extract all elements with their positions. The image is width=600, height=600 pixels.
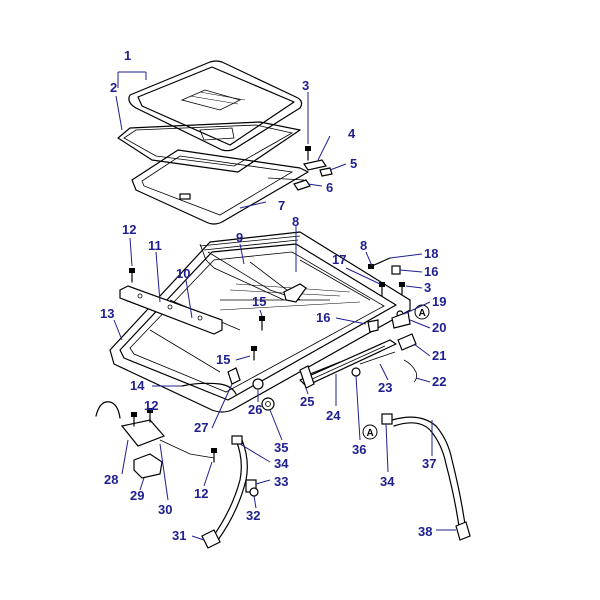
pad-6 <box>293 179 311 191</box>
callout-11: 11 <box>148 238 162 253</box>
callout-2: 2 <box>110 80 117 95</box>
callout-33: 33 <box>274 474 288 489</box>
callout-8-top: 8 <box>292 214 299 229</box>
grommet-32 <box>249 487 259 497</box>
callout-3-right: 3 <box>424 280 431 295</box>
callout-16-mid: 16 <box>316 310 330 325</box>
callout-15-lower: 15 <box>216 352 230 367</box>
reference-marker-a-upper: A <box>414 304 430 320</box>
callout-34-right: 34 <box>380 474 395 489</box>
callout-1: 1 <box>124 48 131 63</box>
clip-5 <box>319 167 333 177</box>
callout-18: 18 <box>424 246 438 261</box>
bolt-12-side <box>131 412 137 427</box>
clip-34-right <box>381 413 393 425</box>
fitting-38 <box>455 521 471 541</box>
svg-text:A: A <box>367 428 374 439</box>
clip-27 <box>227 367 241 385</box>
bolt-3-top <box>305 146 311 161</box>
callout-19: 19 <box>432 294 446 309</box>
bolt-12-top <box>129 268 135 283</box>
spring-22 <box>403 359 418 383</box>
bolt-12-low <box>211 448 217 463</box>
callout-3-top: 3 <box>302 78 309 93</box>
callout-12-top: 12 <box>122 222 136 237</box>
callout-26: 26 <box>248 402 262 417</box>
bolt-12-mid <box>147 408 153 423</box>
callout-8-right: 8 <box>360 238 367 253</box>
glass-panel <box>128 60 303 152</box>
drain-tube-14 <box>181 382 237 395</box>
callout-numbers: 1 2 3 4 5 6 7 8 9 10 11 12 13 14 15 15 1… <box>100 48 446 543</box>
callout-13: 13 <box>100 306 114 321</box>
callout-32: 32 <box>246 508 260 523</box>
stop-36 <box>351 367 361 377</box>
sunroof-frame <box>109 231 411 413</box>
callout-20: 20 <box>432 320 446 335</box>
side-rail <box>299 339 397 387</box>
guide-21 <box>397 333 417 351</box>
callout-4: 4 <box>348 126 356 141</box>
callout-25: 25 <box>300 394 314 409</box>
bracket-25 <box>299 365 315 389</box>
bracket-4 <box>303 159 327 171</box>
callout-10: 10 <box>176 266 190 281</box>
callout-35: 35 <box>274 440 288 455</box>
callout-34-left: 34 <box>274 456 289 471</box>
callout-12-mid: 12 <box>144 398 158 413</box>
bolt-17 <box>379 282 385 297</box>
callout-6: 6 <box>326 180 333 195</box>
callout-28: 28 <box>104 472 118 487</box>
callout-37: 37 <box>422 456 436 471</box>
callout-5: 5 <box>350 156 357 171</box>
leader-lines <box>113 71 456 541</box>
callout-15-upper: 15 <box>252 294 266 309</box>
callout-22: 22 <box>432 374 446 389</box>
bolt-3-mid <box>399 282 405 295</box>
clip-34-left <box>231 435 243 445</box>
rear-cross-rail <box>283 283 307 303</box>
screw-18 <box>368 257 391 269</box>
lever-23 <box>359 351 396 365</box>
grommet-35 <box>261 397 275 411</box>
bolt-15-a <box>259 316 265 331</box>
drain-tube-37 <box>391 416 467 535</box>
clip-16-mid <box>367 319 379 333</box>
bracket-20 <box>391 311 411 329</box>
wind-deflector <box>119 285 223 335</box>
callout-9: 9 <box>236 230 243 245</box>
callout-7: 7 <box>278 198 285 213</box>
callout-12-low: 12 <box>194 486 208 501</box>
callout-27: 27 <box>194 420 208 435</box>
callout-31: 31 <box>172 528 186 543</box>
callout-24: 24 <box>326 408 341 423</box>
callout-16-right: 16 <box>424 264 438 279</box>
callout-21: 21 <box>432 348 446 363</box>
reference-marker-a-lower: A <box>362 424 378 440</box>
callout-36: 36 <box>352 442 366 457</box>
motor-bracket-30 <box>120 419 215 459</box>
callout-38: 38 <box>418 524 432 539</box>
callout-30: 30 <box>158 502 172 517</box>
drain-tube-31 <box>211 439 248 541</box>
fitting-31 <box>201 529 221 549</box>
callout-17: 17 <box>332 252 346 267</box>
drain-hose-28 <box>95 401 121 419</box>
svg-text:A: A <box>419 308 426 319</box>
nut-16-top <box>391 265 401 275</box>
bolt-15-b <box>251 346 257 361</box>
callout-23: 23 <box>378 380 392 395</box>
panel-frame <box>131 149 309 225</box>
callout-29: 29 <box>130 488 144 503</box>
grommet-26 <box>252 378 264 390</box>
panel-seal <box>117 121 301 173</box>
motor-29 <box>133 453 163 479</box>
callout-14: 14 <box>130 378 145 393</box>
